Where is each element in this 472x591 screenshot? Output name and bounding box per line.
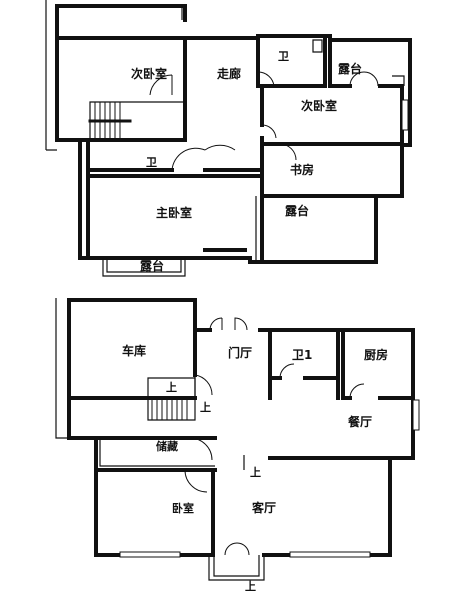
- stair-up-label: 上: [245, 579, 256, 591]
- upper-room-label: 主卧室: [156, 205, 192, 220]
- lower-room-label: 厨房: [364, 347, 388, 362]
- upper-room-label: 走廊: [217, 66, 241, 81]
- upper-stairs: [88, 101, 186, 141]
- upper-room-label: 次卧室: [301, 98, 337, 113]
- lower-room-label: 车库: [122, 343, 146, 358]
- upper-room-label: 露台: [285, 203, 309, 218]
- stair-up-label: 上: [200, 400, 211, 414]
- upper-room-label: 卫: [146, 156, 157, 169]
- upper-room-label: 卫: [278, 50, 289, 63]
- lower-room-label: 卫1: [292, 348, 312, 362]
- stair-up-label: 上: [250, 465, 261, 479]
- lower-room-label: 储藏: [156, 439, 178, 453]
- lower-room-label: 卧室: [172, 501, 194, 515]
- lower-room-label: 客厅: [251, 500, 276, 515]
- lower-floor: 车库 门厅 卫1 厨房 餐厅 储藏 卧室 客厅 上 上 上 上: [55, 298, 420, 591]
- lower-room-label: 门厅: [228, 345, 252, 360]
- lower-room-label: 餐厅: [348, 414, 372, 429]
- upper-floor: 次卧室 走廊 卫 露台 次卧室 卫 书房 主卧室 露台 露台: [45, 0, 412, 277]
- upper-room-label: 露台: [140, 258, 164, 273]
- upper-room-label: 次卧室: [131, 66, 167, 81]
- upper-room-label: 书房: [290, 162, 314, 177]
- stair-up-label: 上: [166, 380, 177, 394]
- upper-room-label: 露台: [338, 61, 362, 76]
